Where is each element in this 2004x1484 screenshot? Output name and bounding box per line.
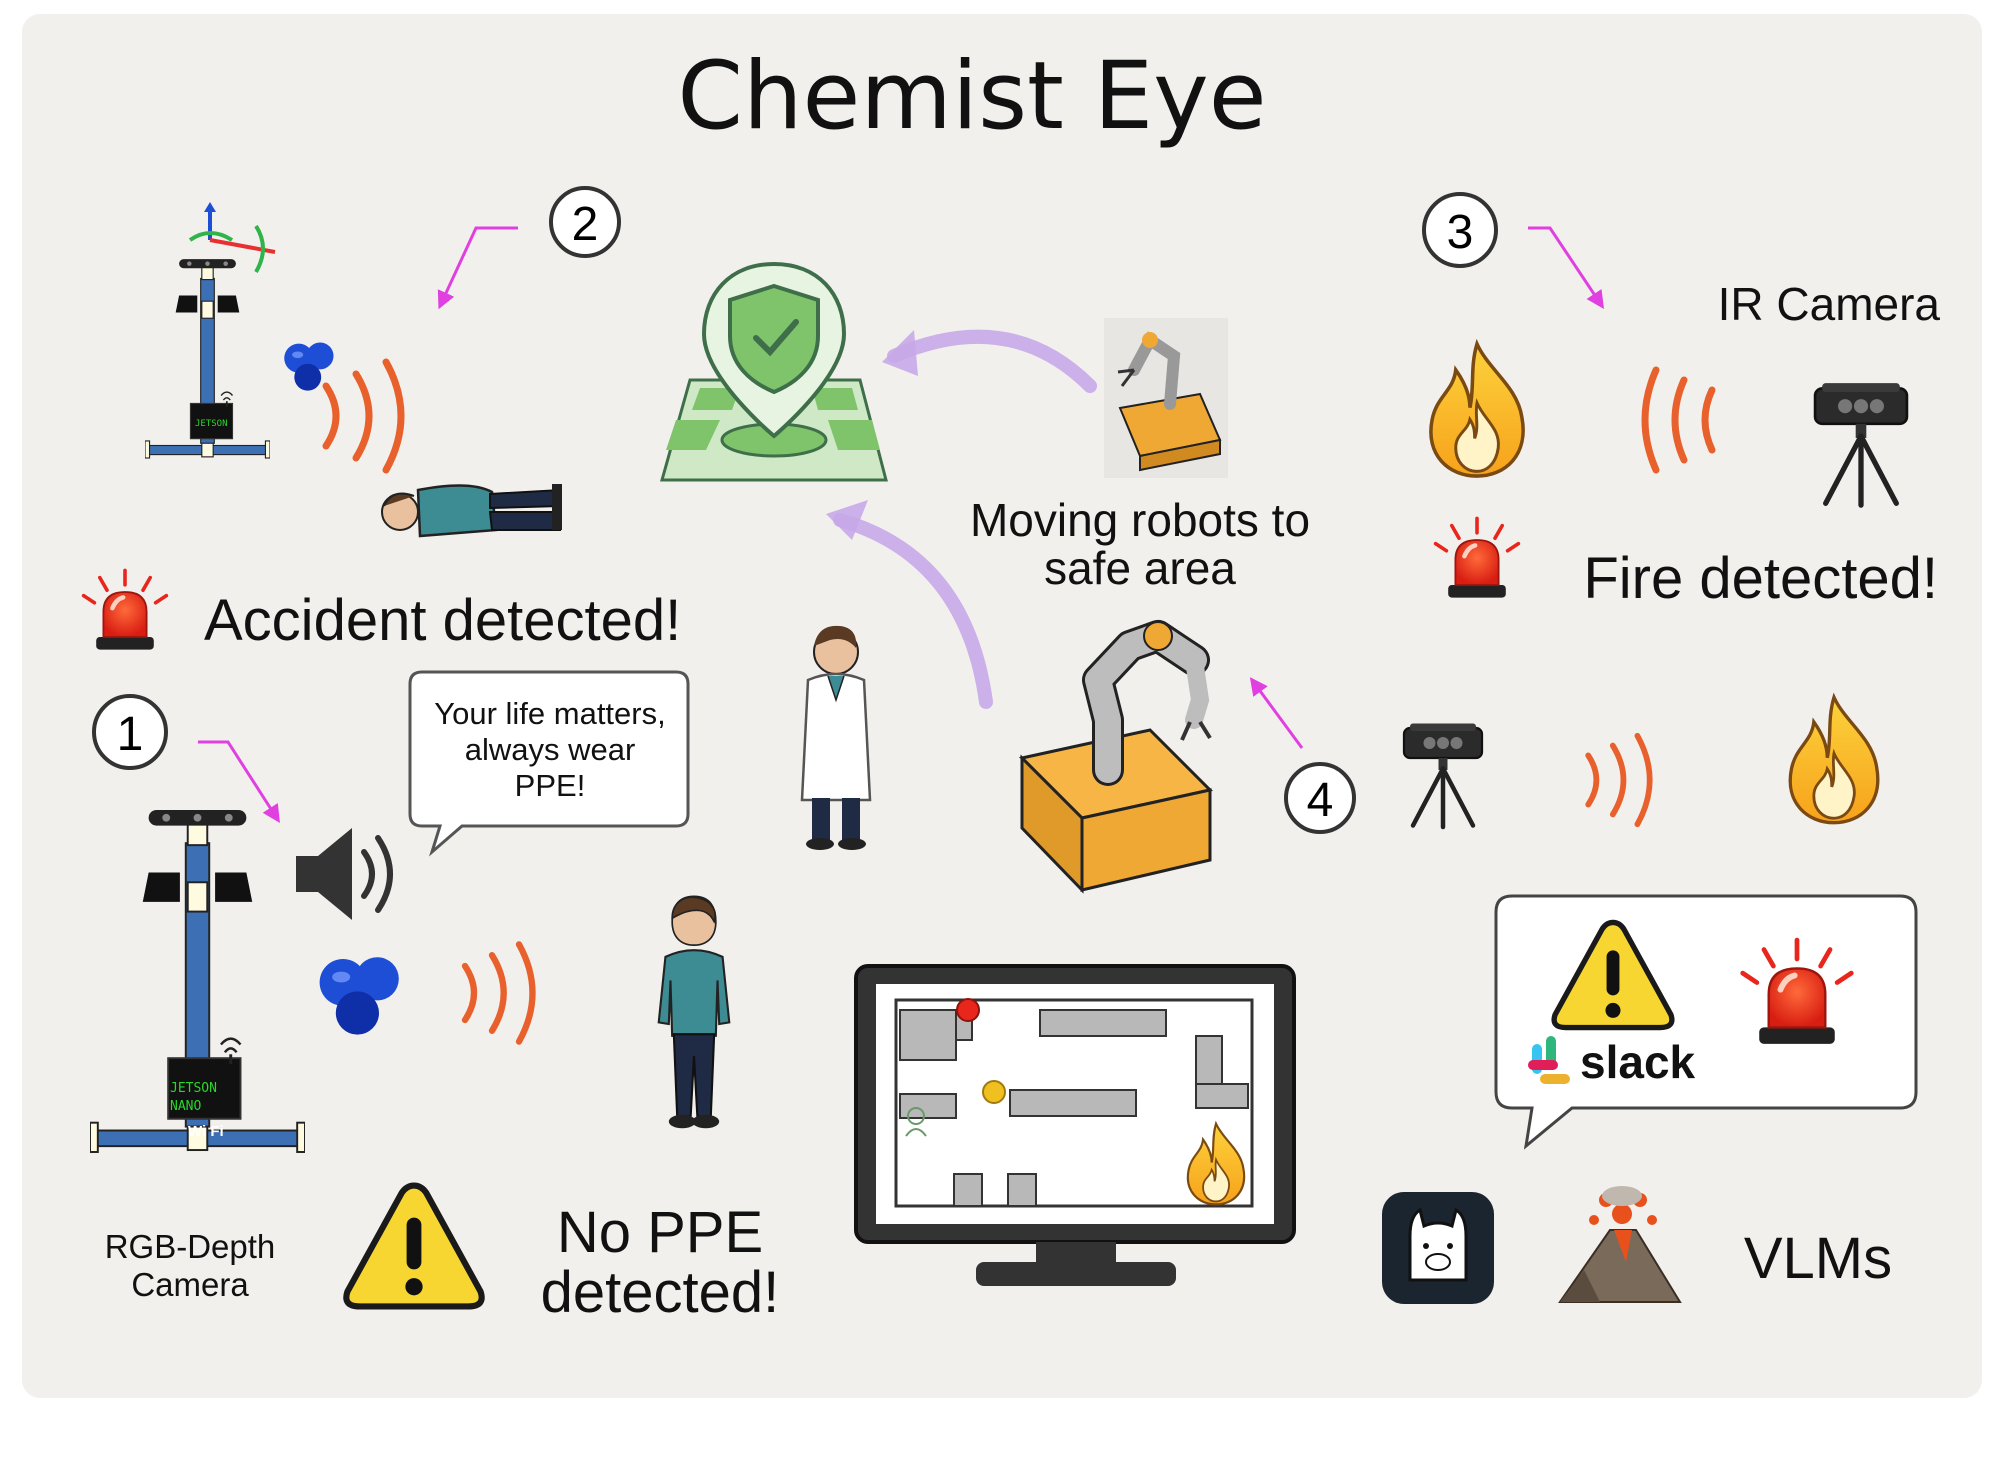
rgb-camera-label-2: Camera <box>131 1266 249 1303</box>
wifi-label: Wi Fi <box>188 1123 224 1140</box>
step-3-number: 3 <box>1447 206 1474 259</box>
step-2-section: JETSON 2 <box>145 186 621 538</box>
speaker-icon <box>296 828 393 920</box>
robot-arm-icon <box>1018 620 1214 894</box>
no-ppe-label-2: detected! <box>541 1260 780 1325</box>
vlms-label: VLMs <box>1744 1226 1892 1291</box>
background-panel <box>22 14 1982 1398</box>
step-2-arrow <box>437 226 518 310</box>
step-3-badge: 3 <box>1422 192 1498 268</box>
jetson-label-small: JETSON <box>195 419 228 429</box>
nano-label: NANO <box>170 1099 201 1114</box>
scientist-icon <box>800 625 872 850</box>
fallen-person-icon <box>381 484 562 538</box>
moving-robots-label-1: Moving robots to <box>970 494 1310 546</box>
step-1-badge: 1 <box>92 694 168 770</box>
safe-zone-map-icon <box>660 261 888 482</box>
step-1-number: 1 <box>117 708 144 761</box>
speech-bubble: Your life matters, always wear PPE! <box>408 670 690 857</box>
step-4-section: 4 <box>1249 677 1880 834</box>
ir-camera-label: IR Camera <box>1718 278 1941 330</box>
monitor-map-icon <box>854 964 1296 1286</box>
step-2-number: 2 <box>572 198 599 251</box>
step-2-badge: 2 <box>549 186 621 258</box>
purple-arrow-heads <box>826 330 918 540</box>
slack-icon: slack <box>1528 1036 1696 1088</box>
step-4-number: 4 <box>1307 774 1334 827</box>
llama-icon <box>1382 1192 1494 1304</box>
signal-waves-icon <box>1641 366 1716 474</box>
tower-top-axes <box>188 202 276 274</box>
robot-arm-icon-small <box>1104 318 1228 478</box>
bubble-line-1: Your life matters, <box>434 696 665 731</box>
jetson-label: JETSON <box>170 1081 217 1096</box>
step-1-arrow <box>198 740 280 824</box>
step-3-arrow <box>1528 226 1604 309</box>
step-4-badge: 4 <box>1284 762 1356 834</box>
fire-detected-label: Fire detected! <box>1583 546 1938 611</box>
moving-robots-label-2: safe area <box>1044 542 1236 594</box>
slack-label: slack <box>1580 1036 1696 1088</box>
volcano-icon <box>1558 1186 1682 1303</box>
bubble-line-3: PPE! <box>515 768 586 803</box>
page-title: Chemist Eye <box>677 42 1266 151</box>
step-3-section: 3 IR Camera Fire detected! <box>1422 192 1941 611</box>
step-1-section: 1 JETSON NANO Wi Fi Your life matters, a… <box>90 670 780 1325</box>
rgb-camera-label-1: RGB-Depth <box>105 1228 276 1265</box>
step-4-arrow <box>1249 677 1304 749</box>
no-ppe-label-1: No PPE <box>557 1200 763 1265</box>
accident-detected-label: Accident detected! <box>204 588 681 653</box>
purple-arrows <box>833 329 1097 709</box>
bubble-line-2: always wear <box>465 732 636 767</box>
alert-bubble: slack <box>1494 894 1918 1150</box>
